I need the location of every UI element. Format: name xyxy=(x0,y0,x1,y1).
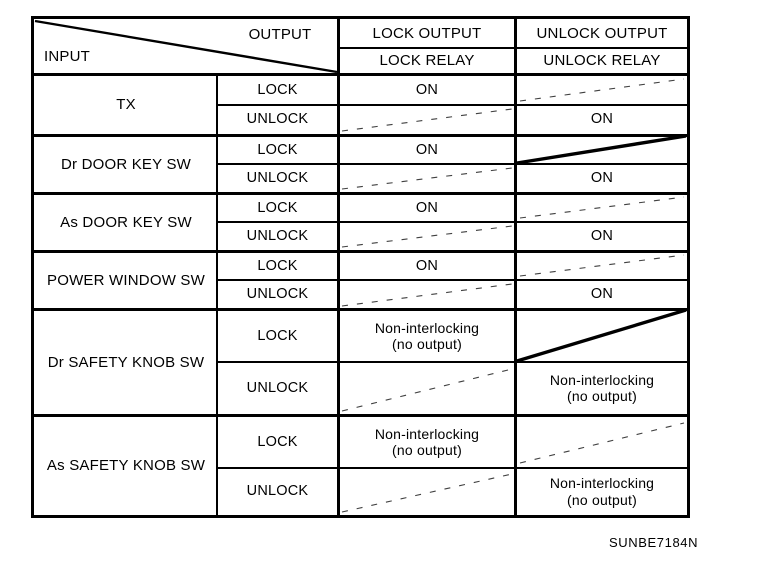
header-output-label: OUTPUT xyxy=(248,26,312,44)
cell-assafety-unlock-unlockrelay: Non-interlocking (no output) xyxy=(549,475,655,508)
header-unlock-output-title: UNLOCK OUTPUT xyxy=(536,25,668,43)
row-drdoorkey-operation-unlock: UNLOCK xyxy=(246,169,309,186)
artifact-assafety-unlockrelay xyxy=(519,422,685,464)
row-input-label-tx: TX xyxy=(116,96,136,114)
cell-powerwindow-unlock-lockrelay xyxy=(340,280,514,308)
row-input-label-dr-safety-knob-sw: Dr SAFETY KNOB SW xyxy=(47,353,205,371)
cell-assafety-unlock-lockrelay xyxy=(340,468,514,515)
table-grid: OUTPUT INPUT LOCK OUTPUT LOCK RELAY UNLO… xyxy=(34,19,687,515)
grid-hline-asdoorkey-bottom xyxy=(34,250,687,253)
grid-hline-header-bottom xyxy=(34,73,687,76)
grid-hline-assafety-mid xyxy=(216,467,687,469)
grid-hline-drdoorkey-mid xyxy=(216,163,687,165)
grid-hline-tx-mid xyxy=(216,104,687,106)
header-lock-relay-subtitle: LOCK RELAY xyxy=(379,51,475,69)
cell-asdoorkey-unlock-lockrelay xyxy=(340,222,514,250)
row-input-label-as-safety-knob-sw: As SAFETY KNOB SW xyxy=(46,457,206,475)
drsafety-unlock-relay-diagonal xyxy=(516,308,687,363)
row-input-label-dr-door-key-sw: Dr DOOR KEY SW xyxy=(60,155,192,173)
row-tx-operation-unlock: UNLOCK xyxy=(246,111,309,128)
grid-vline-operation-lockoutput xyxy=(337,19,340,515)
cell-powerwindow-lock-lockrelay: ON xyxy=(415,257,439,274)
grid-hline-drsafety-mid xyxy=(216,361,687,363)
cell-drdoorkey-lock-lockrelay: ON xyxy=(415,141,439,158)
cell-powerwindow-lock-unlockrelay xyxy=(517,253,687,279)
grid-hline-asdoorkey-mid xyxy=(216,221,687,223)
row-tx-operation-lock: LOCK xyxy=(257,81,298,98)
cell-drsafety-unlock-unlockrelay: Non-interlocking (no output) xyxy=(549,371,655,404)
row-powerwindow-operation-lock: LOCK xyxy=(257,257,298,274)
drdoorkey-unlock-relay-diagonal xyxy=(516,134,687,165)
header-unlock-relay-subtitle: UNLOCK RELAY xyxy=(543,51,661,69)
grid-hline-header-split xyxy=(340,47,687,49)
cell-drdoorkey-lock-unlockrelay xyxy=(517,137,687,163)
cell-powerwindow-unlock-unlockrelay: ON xyxy=(590,285,614,302)
row-assafety-operation-lock: LOCK xyxy=(257,433,298,450)
artifact-powerwin-unlockrelay xyxy=(519,254,685,277)
row-drsafety-operation-lock: LOCK xyxy=(257,327,298,344)
cell-tx-unlock-lockrelay xyxy=(340,105,514,134)
grid-vline-input-operation xyxy=(216,73,218,515)
grid-hline-tx-bottom xyxy=(34,134,687,137)
grid-hline-drdoorkey-bottom xyxy=(34,192,687,195)
row-asdoorkey-operation-unlock: UNLOCK xyxy=(246,227,309,244)
row-asdoorkey-operation-lock: LOCK xyxy=(257,199,298,216)
cell-assafety-lock-lockrelay: Non-interlocking (no output) xyxy=(374,425,480,458)
cell-tx-lock-lockrelay: ON xyxy=(415,81,439,98)
row-input-label-power-window-sw: POWER WINDOW SW xyxy=(47,271,205,289)
diagonal-overlay xyxy=(34,19,687,513)
header-corner-diagonal xyxy=(34,19,338,74)
grid-vline-lockoutput-unlockoutput xyxy=(514,19,517,515)
row-input-label-as-door-key-sw: As DOOR KEY SW xyxy=(60,213,192,231)
row-powerwindow-operation-unlock: UNLOCK xyxy=(246,285,309,302)
cell-drsafety-lock-lockrelay: Non-interlocking (no output) xyxy=(374,319,480,352)
grid-hline-powerwindow-bottom xyxy=(34,308,687,311)
blank-cell-artifacts xyxy=(341,78,685,513)
header-input-label: INPUT xyxy=(44,48,90,66)
cell-tx-lock-unlockrelay xyxy=(517,76,687,104)
cell-assafety-lock-unlockrelay xyxy=(517,417,687,467)
artifact-tx-unlockrelay xyxy=(519,78,685,102)
cell-drdoorkey-unlock-lockrelay xyxy=(340,164,514,192)
cell-drdoorkey-unlock-unlockrelay: ON xyxy=(590,169,614,186)
grid-hline-drsafety-bottom xyxy=(34,414,687,417)
row-assafety-operation-unlock: UNLOCK xyxy=(246,483,309,500)
cell-drsafety-unlock-lockrelay xyxy=(340,362,514,414)
figure-code-label: SUNBE7184N xyxy=(609,535,699,550)
cell-asdoorkey-lock-lockrelay: ON xyxy=(415,199,439,216)
lock-unlock-truth-table: OUTPUT INPUT LOCK OUTPUT LOCK RELAY UNLO… xyxy=(31,16,690,518)
row-drdoorkey-operation-lock: LOCK xyxy=(257,141,298,158)
cell-drsafety-lock-unlockrelay xyxy=(517,311,687,361)
header-lock-output-title: LOCK OUTPUT xyxy=(372,25,482,43)
grid-hline-powerwindow-mid xyxy=(216,279,687,281)
cell-asdoorkey-lock-unlockrelay xyxy=(517,195,687,221)
row-drsafety-operation-unlock: UNLOCK xyxy=(246,379,309,396)
cell-tx-unlock-unlockrelay: ON xyxy=(590,111,614,128)
cell-asdoorkey-unlock-unlockrelay: ON xyxy=(590,227,614,244)
artifact-asdoor-unlockrelay xyxy=(519,196,685,219)
